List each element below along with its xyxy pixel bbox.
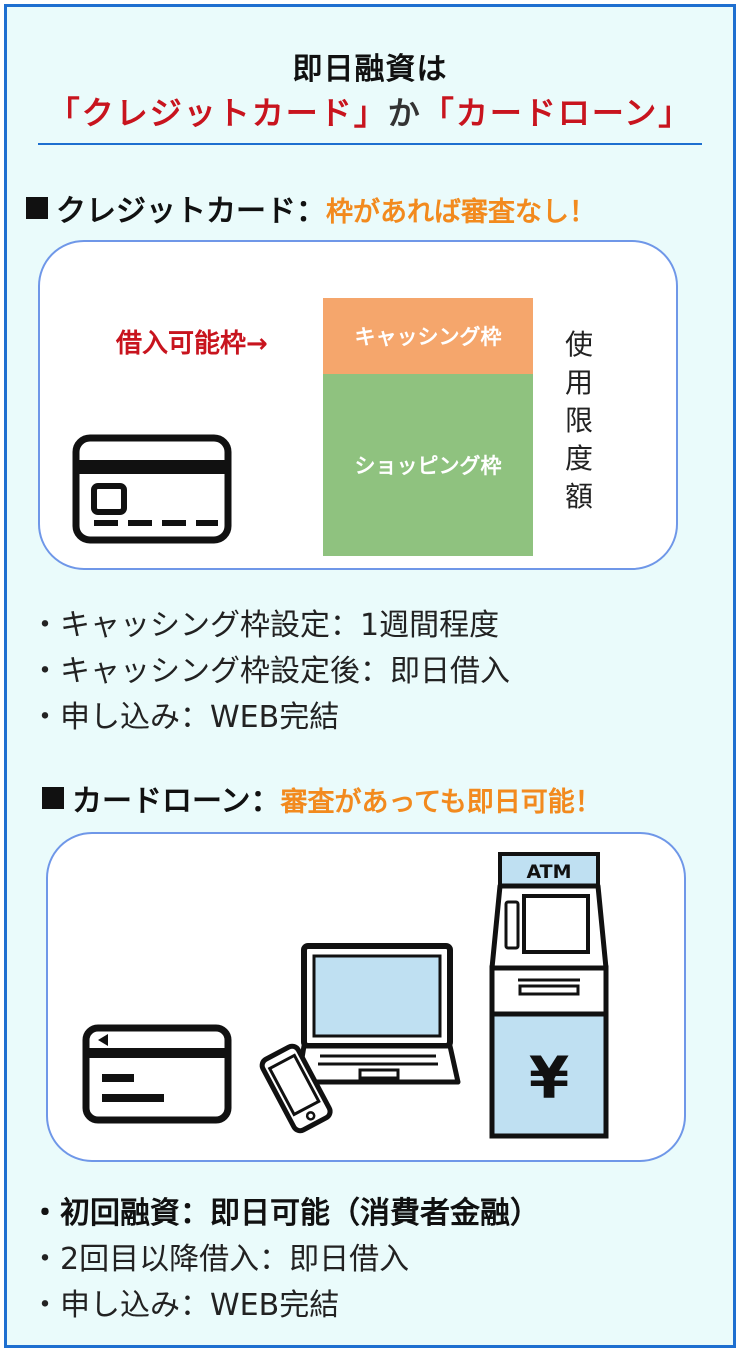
loan-heading-text: カードローン： <box>72 784 281 819</box>
square-bullet-icon <box>42 787 64 809</box>
loan-bullet: ・初回融資：即日可能（消費者金融） <box>30 1196 540 1231</box>
credit-heading-text: クレジットカード： <box>56 194 326 229</box>
credit-bullet: ・キャッシング枠設定後：即日借入 <box>30 654 510 689</box>
loan-section-heading: カードローン：審査があっても即日可能！ <box>42 776 602 820</box>
vertical-char: 限 <box>564 404 593 437</box>
page-title: 即日融資は <box>292 52 448 87</box>
yen-symbol: ¥ <box>529 1044 569 1112</box>
usage-limit-vertical-label: 使 用 限 度 額 <box>562 326 596 516</box>
vertical-char: 額 <box>564 480 593 513</box>
title-divider <box>38 143 702 145</box>
credit-card-icon <box>72 434 232 544</box>
credit-heading-accent: 枠があれば審査なし！ <box>326 197 596 228</box>
cashing-limit-bar: キャッシング枠 <box>323 298 533 374</box>
credit-section-heading: クレジットカード：枠があれば審査なし！ <box>26 186 596 230</box>
loan-bullet: ・2回目以降借入：即日借入 <box>30 1242 410 1277</box>
loan-bullet: ・申し込み：WEB完結 <box>30 1288 340 1323</box>
shopping-limit-bar: ショッピング枠 <box>323 374 533 556</box>
vertical-char: 使 <box>564 328 593 361</box>
atm-icon: ATM ¥ <box>489 852 609 1139</box>
vertical-char: 度 <box>564 442 593 475</box>
subtitle-loan: 「カードローン」 <box>421 94 693 132</box>
loan-heading-accent: 審査があっても即日可能！ <box>280 787 602 818</box>
vertical-char: 用 <box>564 366 593 399</box>
subtitle-connector: か <box>387 94 422 132</box>
laptop-icon <box>298 943 461 1085</box>
atm-label: ATM <box>526 861 571 883</box>
credit-bullet: ・申し込み：WEB完結 <box>30 700 340 735</box>
square-bullet-icon <box>26 197 48 219</box>
limit-label: 借入可能枠→ <box>116 329 268 359</box>
loan-card-icon <box>82 1024 232 1124</box>
smartphone-icon <box>259 1043 333 1134</box>
page-subtitle: 「クレジットカード」か「カードローン」 <box>0 88 740 134</box>
credit-bullet: ・キャッシング枠設定：1週間程度 <box>30 608 500 643</box>
subtitle-credit: 「クレジットカード」 <box>47 94 388 132</box>
